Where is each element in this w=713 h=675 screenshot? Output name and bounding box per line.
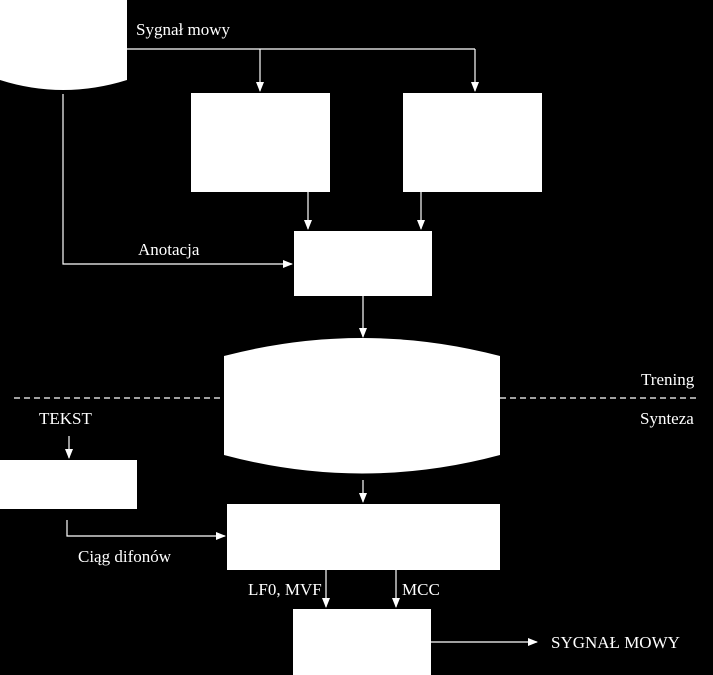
vocoder-box [293, 609, 431, 675]
mcc-label: MCC [402, 580, 440, 599]
synthesis-label: Synteza [640, 409, 694, 428]
text-processing-box [0, 460, 137, 509]
annotation-label: Anotacja [138, 240, 200, 259]
text-input-label: TEKST [39, 409, 93, 428]
analysis-box-right [403, 93, 542, 192]
annotation-arrow [62, 94, 293, 268]
output-speech-label: SYGNAŁ MOWY [551, 633, 680, 652]
parameter-generation-box [227, 504, 500, 570]
speech-signal-label: Sygnał mowy [136, 20, 230, 39]
diphone-sequence-arrow [66, 520, 226, 540]
model-database-cylinder [224, 338, 500, 474]
lf0-mvf-label: LF0, MVF [248, 580, 322, 599]
analysis-box-left [191, 93, 330, 192]
diphone-sequence-label: Ciąg difonów [78, 547, 172, 566]
training-label: Trening [641, 370, 695, 389]
speech-database-cylinder [0, 0, 127, 90]
alignment-box [294, 231, 432, 296]
